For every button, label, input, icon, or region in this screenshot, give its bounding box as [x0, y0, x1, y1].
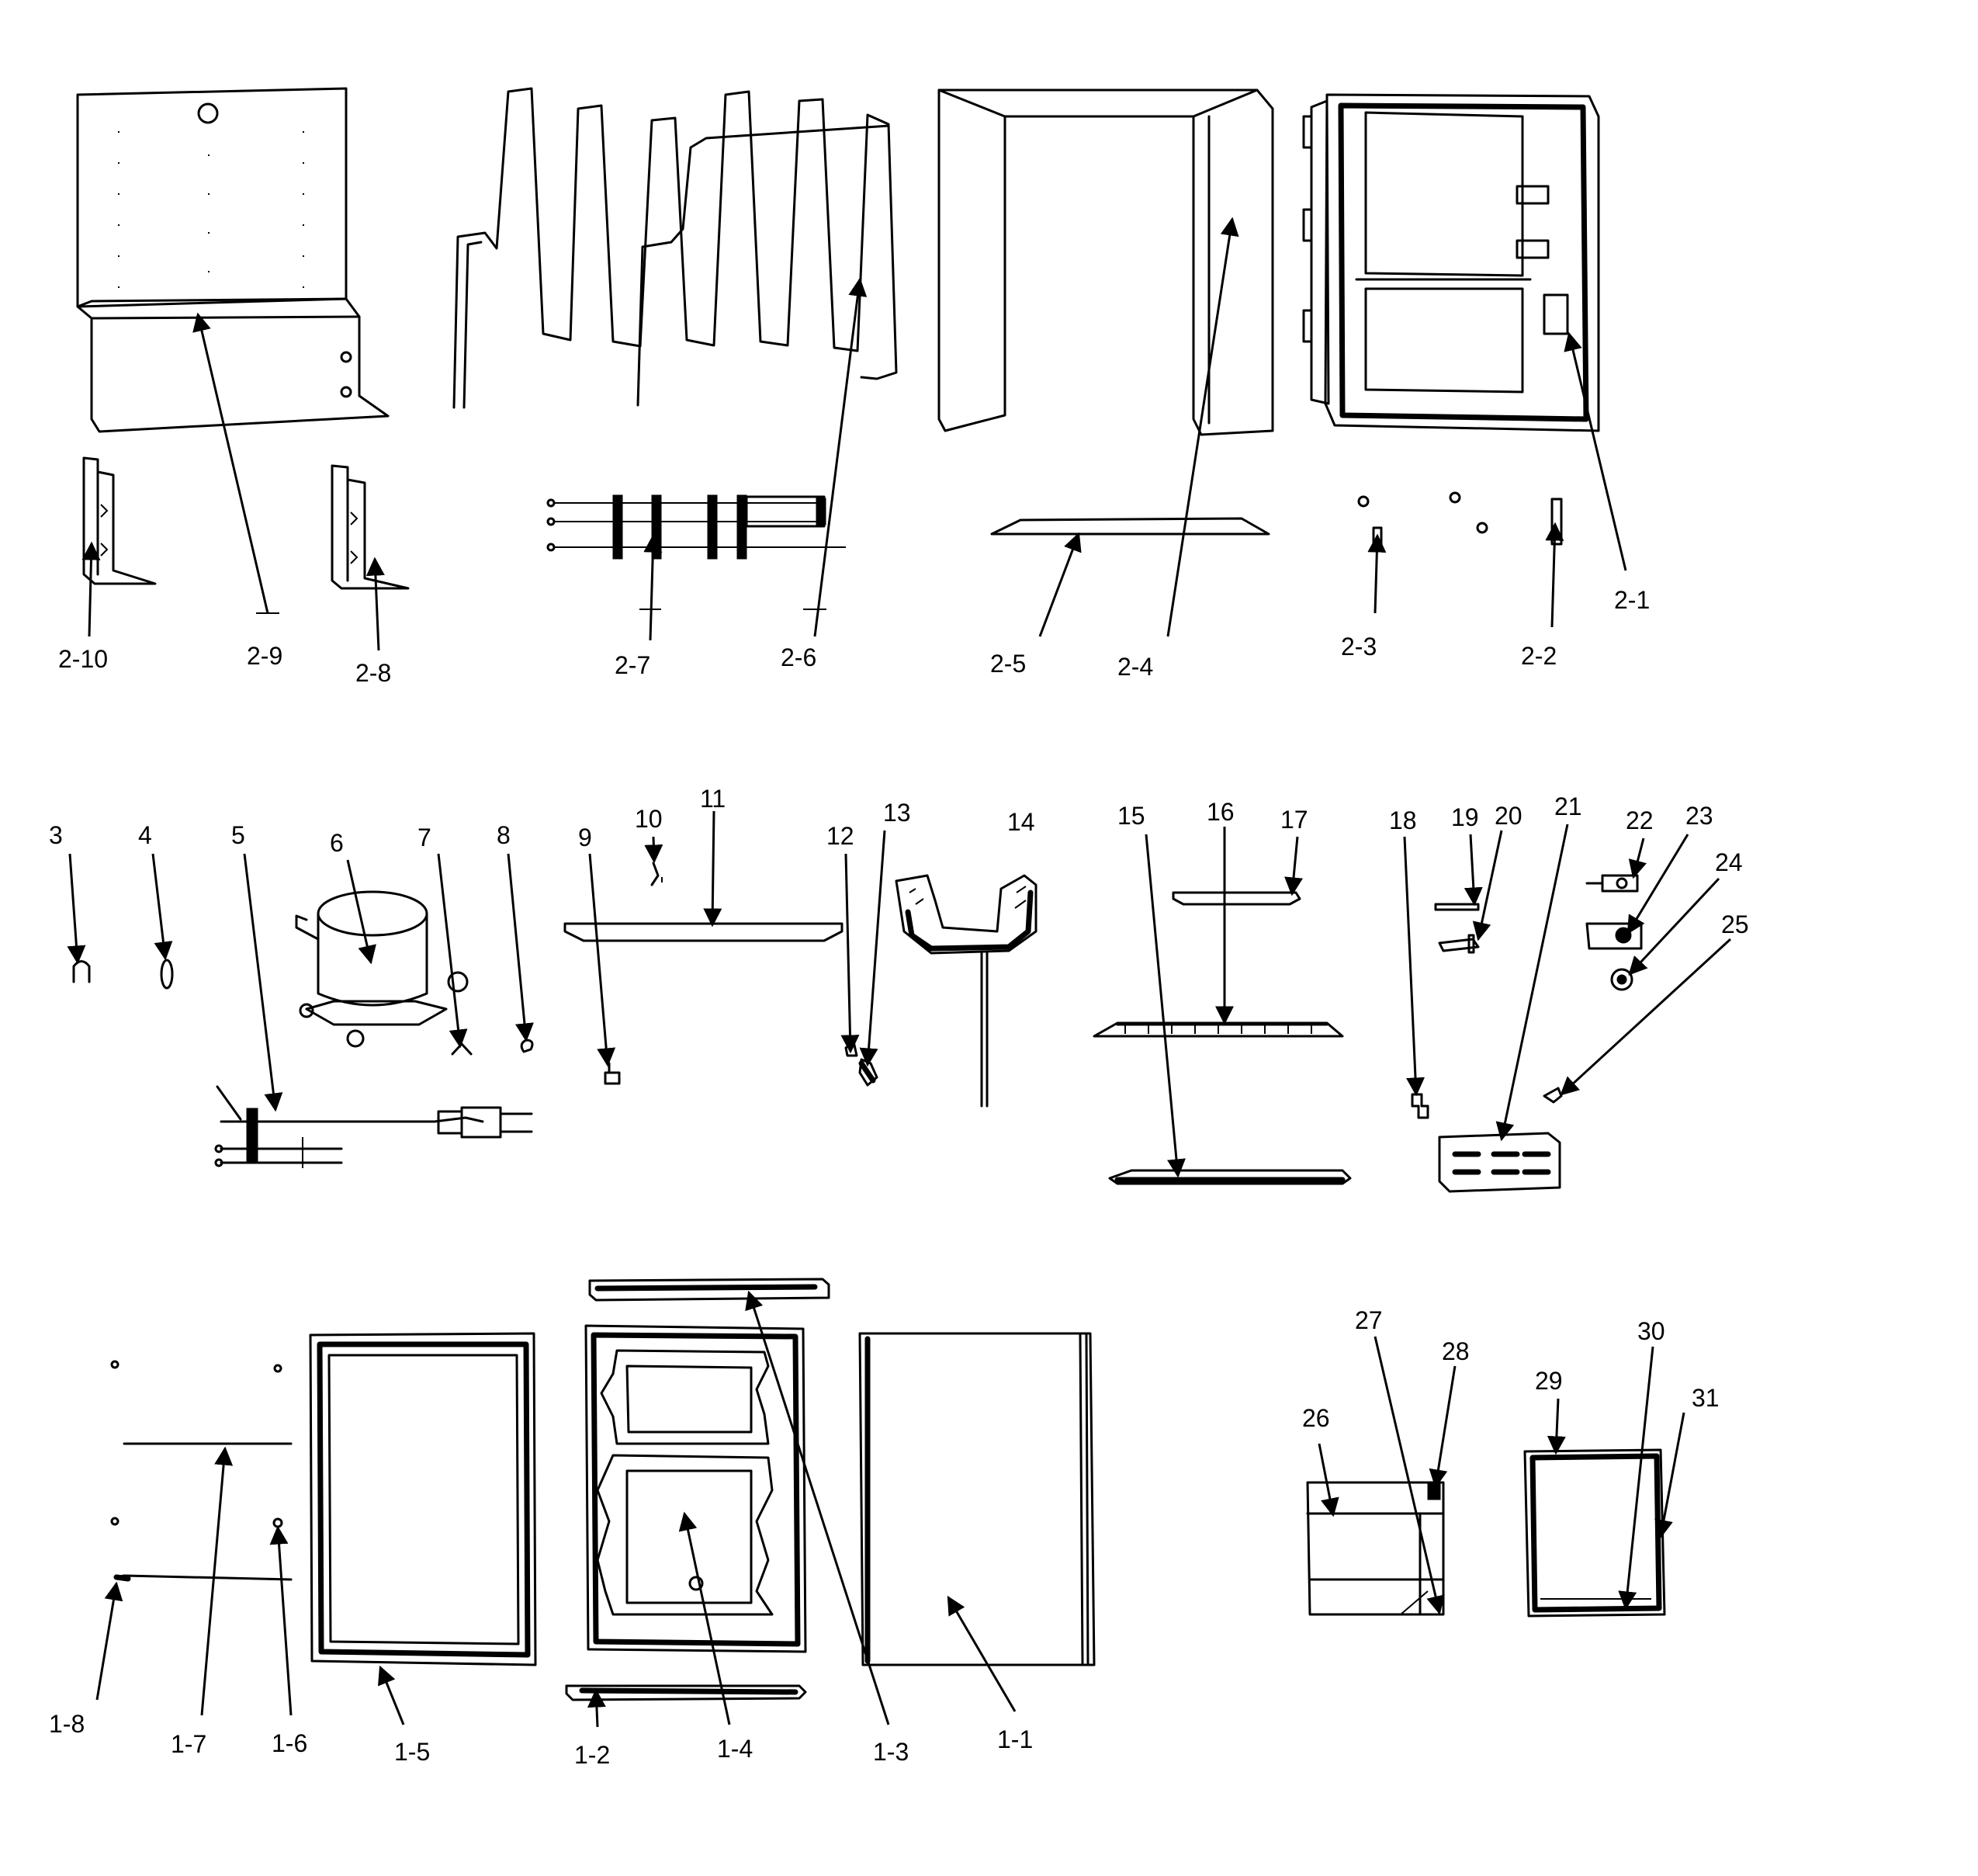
callout-2-3: 2-3: [1341, 633, 1377, 661]
callout-6: 6: [330, 829, 344, 857]
part-18-bracket: [1411, 1093, 1429, 1119]
callout-5: 5: [231, 821, 245, 849]
part-hinge-set: [110, 1360, 293, 1582]
part-small-screws: [1357, 491, 1563, 546]
part-19-20-latch: [1434, 903, 1480, 954]
callout-8: 8: [497, 821, 511, 849]
callout-27: 27: [1355, 1306, 1383, 1334]
callout-1-5: 1-5: [394, 1738, 430, 1766]
callout-3: 3: [49, 821, 63, 849]
callout-1-7: 1-7: [171, 1730, 206, 1758]
part-6-compressor: [295, 890, 469, 1048]
part-bottom-strip: [990, 517, 1270, 536]
callout-2-8: 2-8: [355, 659, 391, 687]
callout-2-4: 2-4: [1117, 653, 1153, 681]
callout-7: 7: [417, 824, 431, 851]
part-24-knob: [1610, 968, 1633, 991]
part-1-5-gasket: [309, 1332, 537, 1666]
callout-2-10: 2-10: [58, 645, 108, 673]
callout-21: 21: [1554, 792, 1582, 820]
part-23-control-box: [1585, 922, 1643, 950]
callout-30: 30: [1637, 1317, 1665, 1345]
callout-12: 12: [826, 822, 854, 850]
callout-23: 23: [1685, 802, 1713, 830]
part-4-clip: [160, 959, 174, 990]
part-9-thermostat: [604, 1062, 621, 1085]
part-back-cover: [76, 87, 390, 433]
part-10-screw: [650, 862, 663, 886]
callout-16: 16: [1207, 798, 1235, 826]
part-left-bracket: [82, 456, 157, 585]
part-15-tray: [1108, 1169, 1352, 1185]
part-1-1-outer-door: [858, 1332, 1096, 1666]
callout-28: 28: [1442, 1337, 1470, 1365]
part-3-clip: [72, 960, 91, 983]
part-1-3-door-liner: [584, 1324, 807, 1653]
callout-10: 10: [635, 805, 663, 833]
part-wire-harness: [546, 494, 846, 560]
callout-31: 31: [1692, 1384, 1720, 1412]
callout-2-9: 2-9: [247, 642, 282, 670]
part-1-4-bottom-trim: [565, 1684, 807, 1701]
callout-1-4: 1-2: [574, 1741, 610, 1769]
part-22-sensor: [1585, 874, 1639, 893]
callout-19: 19: [1451, 803, 1479, 831]
callout-2-1: 2-1: [1614, 586, 1650, 614]
part-21-label-plate: [1438, 1132, 1561, 1193]
part-7-pin: [451, 1042, 473, 1056]
callout-15: 15: [1117, 802, 1145, 830]
part-5-power-cord: [214, 1085, 533, 1168]
callout-18: 18: [1389, 806, 1417, 834]
callout-2-2: 2-2: [1521, 642, 1557, 670]
callout-20: 20: [1495, 802, 1522, 830]
part-inner-frame: [937, 88, 1274, 436]
callout-14: 14: [1007, 808, 1035, 836]
callout-29: 29: [1535, 1367, 1563, 1395]
callout-1-3: 1-4: [717, 1735, 753, 1763]
part-16-rack: [1093, 1021, 1344, 1038]
callout-1-8: 1-8: [49, 1710, 85, 1738]
part-cabinet: [1302, 93, 1600, 432]
part-condenser-coil: [452, 87, 898, 409]
callout-24: 24: [1715, 848, 1743, 876]
part-17-cover: [1172, 891, 1301, 906]
callout-26: 26: [1302, 1404, 1330, 1432]
part-right-bracket: [331, 464, 410, 590]
callout-2-6: 2-6: [781, 643, 816, 671]
callout-1-6: 1-6: [272, 1729, 307, 1757]
part-25-lamp: [1543, 1087, 1563, 1104]
callout-22: 22: [1626, 806, 1654, 834]
callout-17: 17: [1280, 806, 1308, 834]
callout-4: 4: [138, 821, 152, 849]
callout-9: 9: [578, 824, 592, 851]
callout-2-7: 2-7: [615, 651, 650, 679]
callout-11: 11: [700, 785, 726, 813]
part-1-2-top-trim: [588, 1278, 830, 1302]
part-11-shelf: [563, 922, 844, 942]
part-14-evaporator: [895, 874, 1037, 1108]
part-8-clip: [520, 1039, 534, 1053]
callout-25: 25: [1721, 910, 1749, 938]
callout-13: 13: [883, 799, 911, 827]
part-29-door-panel: [1523, 1448, 1666, 1618]
callout-1-1: 1-1: [997, 1725, 1033, 1753]
part-26-crisper: [1306, 1481, 1445, 1616]
callout-2-5: 2-5: [990, 650, 1026, 678]
callout-1-2: 1-3: [873, 1738, 909, 1766]
